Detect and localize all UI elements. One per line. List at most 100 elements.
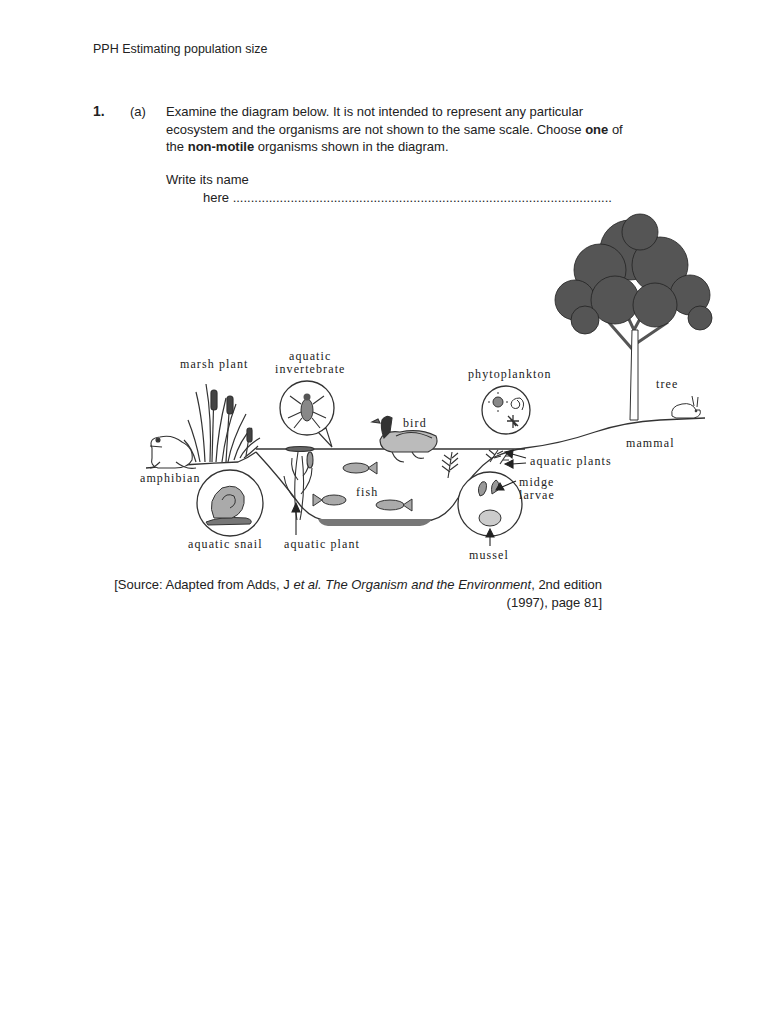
bird-figure [381,416,392,438]
marsh-plant [184,384,260,462]
source-citation-part: et al. [293,577,321,592]
tree-figure [555,214,712,420]
phytoplankton-callout [507,415,519,428]
organism-label: mussel [469,549,509,562]
invertebrate-callout [280,381,334,447]
aquatic-plants-figure [486,450,503,459]
amphibian-figure [150,462,160,468]
page-header: PPH Estimating population size [93,41,267,59]
marsh-plant [206,384,211,462]
tree-figure [633,283,677,327]
aquatic-plant-figure [300,456,304,520]
invertebrate-callout [304,394,311,401]
part-letter: (a) [130,103,146,121]
answer-prompt: Write its name [166,171,249,189]
mammal-figure [692,396,698,407]
tree-figure [688,306,712,330]
tree-figure [622,214,658,250]
aquatic-plant-figure [286,447,314,452]
organism-label: amphibian [140,472,201,485]
question-text-part: Examine the diagram below. It is not int… [166,104,583,137]
tree-figure [630,330,638,420]
fish-figure [403,499,412,511]
midge-mussel-callout [478,482,486,496]
bird-figure [392,452,424,462]
invertebrate-callout [288,396,326,428]
organism-label: mammal [626,437,675,450]
mammal-figure [672,404,701,418]
marsh-plant [227,396,233,414]
fish-figure [343,463,369,473]
amphibian-figure [176,462,196,468]
question-text-part: non-motile [188,139,254,154]
organism-label: aquatic invertebrate [275,350,346,375]
question-text: Examine the diagram below. It is not int… [166,103,632,156]
organism-label: aquatic snail [188,538,263,551]
organism-label: bird [403,417,427,430]
leader-arrows [295,510,296,535]
snail-callout [206,518,251,526]
organism-label: phytoplankton [468,368,552,381]
organism-label: marsh plant [180,358,248,371]
organism-label: fish [356,486,378,499]
marsh-plant [244,446,258,458]
fish-figure [313,462,412,511]
fish-figure [376,500,404,510]
source-citation-part: J [283,577,290,592]
aquatic-plant-figure [284,447,314,521]
midge-mussel-callout [458,472,522,536]
question-text-part: one [585,122,608,137]
tree-figure [555,214,712,334]
aquatic-plants-figure [442,453,458,472]
phytoplankton-callout [482,386,530,434]
mammal-figure [695,410,697,412]
organism-label: tree [656,378,678,391]
phytoplankton-callout [482,386,530,434]
bird-figure [396,432,432,438]
fish-figure [368,462,377,474]
amphibian-figure [151,436,192,468]
bird-figure [372,419,380,423]
phytoplankton-callout [511,398,524,410]
leader-arrows [486,529,494,537]
aquatic-plant-figure [292,458,298,480]
amphibian-figure [150,436,196,468]
leader-arrows [512,463,526,464]
invertebrate-callout [301,399,313,421]
snail-callout [197,470,263,536]
organism-label: midge larvae [519,476,555,501]
snail-callout [211,486,244,518]
mammal-figure [672,396,701,418]
leader-arrows [496,483,504,490]
fish-figure [313,494,322,506]
amphibian-figure [150,446,162,447]
tree-figure [571,306,599,334]
leader-arrows [505,450,513,458]
pond-mud [318,519,432,526]
aquatic-plant-figure [284,476,296,500]
phytoplankton-callout [493,397,503,407]
fish-figure [322,495,346,505]
marsh-plant [234,428,252,460]
aquatic-plant-figure [307,452,313,468]
organism-label: aquatic plants [530,455,612,468]
organism-label: aquatic plant [284,538,360,551]
midge-mussel-callout [458,472,522,536]
leader-arrows [502,481,516,487]
question-number: 1. [93,103,105,121]
source-citation-part: [Source: Adapted from Adds, [114,577,280,592]
snail-callout [222,495,235,508]
source-citation: [Source: Adapted from Adds, J et al. The… [112,576,602,611]
bird-figure [372,416,437,462]
leader-arrows [512,454,526,458]
leader-arrows [292,450,526,546]
snail-callout [197,470,263,536]
phytoplankton-callout [488,392,508,412]
leader-arrows [505,460,513,468]
leader-arrows [292,503,300,512]
invertebrate-callout [280,381,334,435]
midge-mussel-callout [479,510,501,526]
answer-line: here ...................................… [203,189,612,207]
amphibian-figure [156,438,160,442]
